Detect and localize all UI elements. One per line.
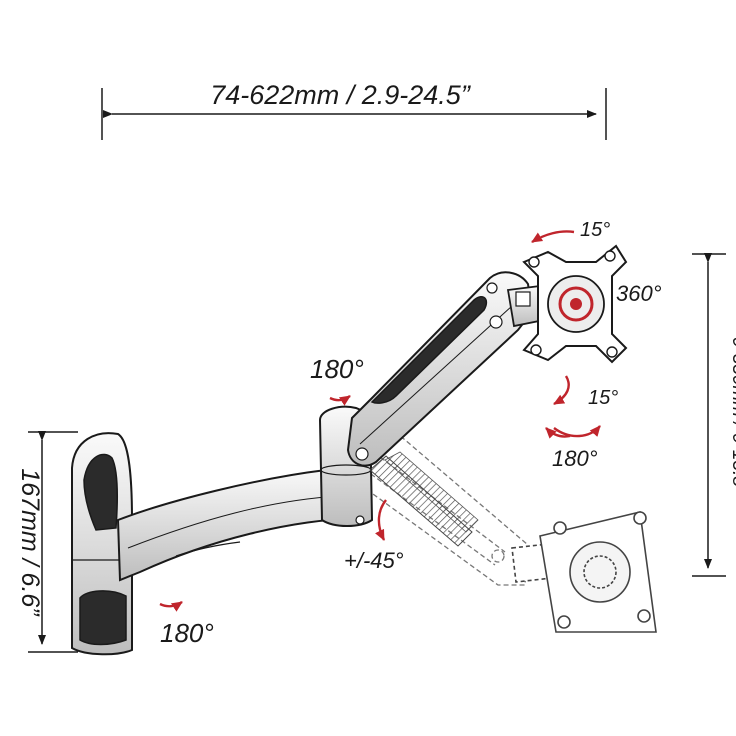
vesa-plate bbox=[522, 244, 628, 364]
tilt-top-label: 15° bbox=[580, 219, 610, 241]
swivel-base-label: 180° bbox=[160, 618, 214, 648]
vertical-dimension-right: 0-350mm / 0-13.8” bbox=[692, 253, 736, 577]
rotate-label: 360° bbox=[616, 281, 662, 306]
vertical-travel-label: 0-350mm / 0-13.8” bbox=[728, 337, 736, 495]
swivel-elbow-label: 180° bbox=[310, 354, 364, 384]
arm-tilt-label: +/-45° bbox=[344, 548, 404, 573]
rotation-arrows bbox=[159, 230, 601, 612]
lowered-vesa-plate bbox=[511, 511, 657, 633]
horizontal-dimension: 74-622mm / 2.9-24.5” bbox=[101, 80, 607, 140]
vertical-dimension-left: 167mm / 6.6” bbox=[16, 431, 78, 653]
upper-arm-hatch bbox=[369, 455, 473, 547]
wall-plate-height-label: 167mm / 6.6” bbox=[16, 468, 44, 617]
wall-plate bbox=[71, 432, 133, 656]
tilt-bottom-label: 15° bbox=[588, 387, 618, 409]
horizontal-reach-label: 74-622mm / 2.9-24.5” bbox=[210, 80, 471, 110]
swivel-head-label: 180° bbox=[552, 446, 598, 471]
upper-arm bbox=[346, 271, 534, 467]
